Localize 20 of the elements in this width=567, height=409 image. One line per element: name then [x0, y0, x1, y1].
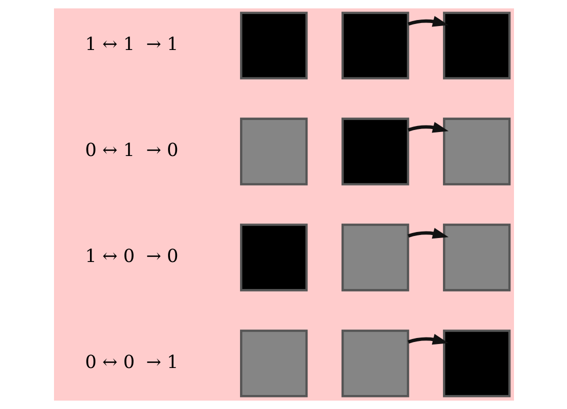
node-box	[240, 12, 308, 80]
node-box	[240, 224, 308, 292]
arrow	[407, 334, 448, 345]
node-box	[442, 12, 510, 80]
label: 1 ↔ 1 → 1	[84, 34, 178, 55]
arrow	[407, 228, 448, 239]
node-box	[240, 330, 308, 398]
label: 0 ↔ 0 → 1	[84, 352, 178, 373]
node-box	[442, 224, 510, 292]
node-box	[442, 330, 510, 398]
node-box	[341, 330, 409, 398]
node-box	[240, 118, 308, 186]
node-box	[341, 118, 409, 186]
node-box	[341, 224, 409, 292]
arrow	[407, 16, 448, 27]
node-box	[341, 12, 409, 80]
arrow	[407, 122, 448, 133]
label: 1 ↔ 0 → 0	[84, 246, 178, 267]
node-box	[442, 118, 510, 186]
label: 0 ↔ 1 → 0	[84, 140, 178, 161]
